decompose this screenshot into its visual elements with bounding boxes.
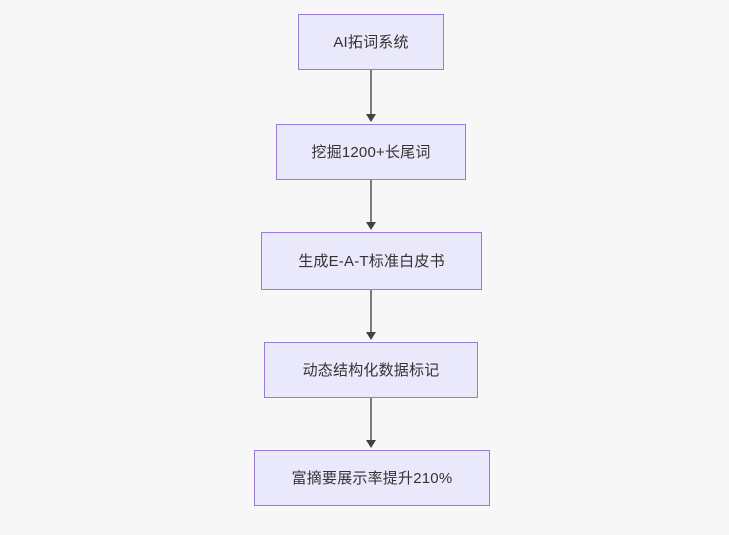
flow-node-generate-eat-whitepaper[interactable]: 生成E-A-T标准白皮书 <box>261 232 482 290</box>
flow-node-label: 动态结构化数据标记 <box>302 361 440 379</box>
flow-node-label: AI拓词系统 <box>333 33 409 51</box>
edge-node4-to-node5 <box>370 398 372 442</box>
edge-node1-to-node2 <box>370 70 372 116</box>
edge-node2-to-node3 <box>370 180 372 224</box>
flow-node-label: 富摘要展示率提升210% <box>291 469 453 487</box>
flow-node-dynamic-structured-data-markup[interactable]: 动态结构化数据标记 <box>264 342 478 398</box>
edge-node3-to-node4 <box>370 290 372 334</box>
flow-node-label: 生成E-A-T标准白皮书 <box>298 252 445 270</box>
edge-node3-to-node4-arrowhead <box>366 332 376 340</box>
flow-node-label: 挖掘1200+长尾词 <box>311 143 431 161</box>
flow-node-ai-keyword-system[interactable]: AI拓词系统 <box>298 14 444 70</box>
edge-node1-to-node2-arrowhead <box>366 114 376 122</box>
edge-node2-to-node3-arrowhead <box>366 222 376 230</box>
flow-node-rich-snippet-impression-lift[interactable]: 富摘要展示率提升210% <box>254 450 490 506</box>
flow-node-mine-longtail-keywords[interactable]: 挖掘1200+长尾词 <box>276 124 466 180</box>
edge-node4-to-node5-arrowhead <box>366 440 376 448</box>
